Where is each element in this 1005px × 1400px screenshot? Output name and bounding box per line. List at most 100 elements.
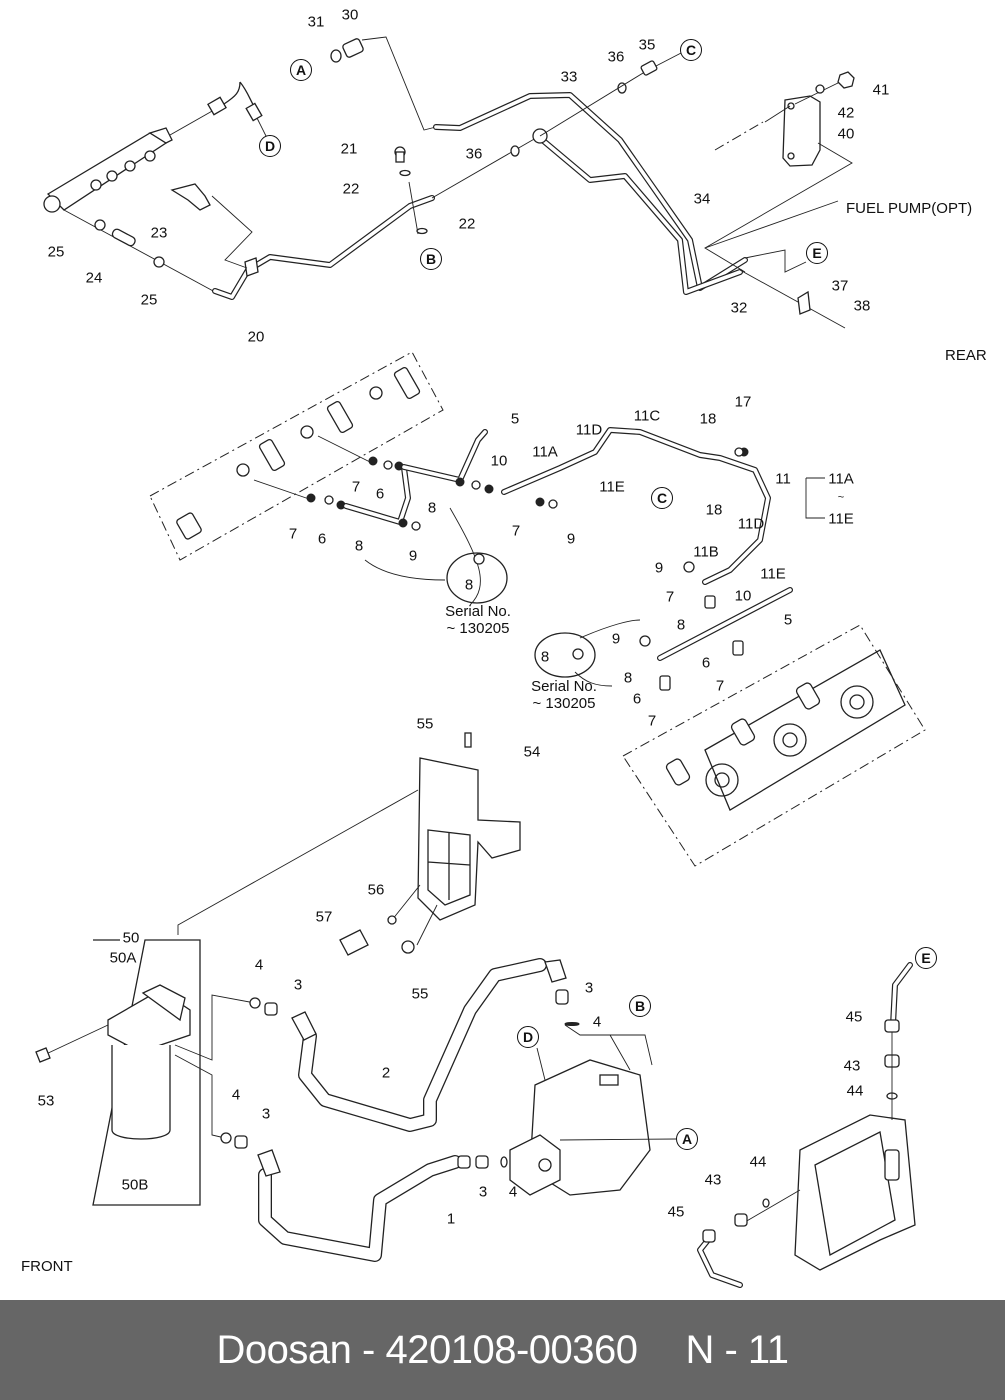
part-callout-57: 57 — [315, 908, 333, 926]
range-11-end: 11E — [828, 510, 854, 528]
part-callout-36: 36 — [465, 145, 483, 163]
clip-37 — [739, 249, 846, 329]
hose-1 — [220, 1132, 508, 1262]
part-callout-8: 8 — [676, 616, 686, 634]
part-callout-5: 5 — [783, 611, 793, 629]
part-callout-36: 36 — [607, 48, 625, 66]
part-callout-22: 22 — [458, 215, 476, 233]
part-callout-37: 37 — [831, 277, 849, 295]
part-callout-24: 24 — [85, 269, 103, 287]
part-callout-22: 22 — [342, 180, 360, 198]
part-callout-4: 4 — [592, 1013, 602, 1031]
reference-circle-d: D — [259, 135, 281, 157]
fuel-supply-pump — [509, 1047, 677, 1196]
pipe-33-34 — [330, 36, 748, 295]
serial-note-right-line1: Serial No. — [531, 678, 597, 695]
part-callout-41: 41 — [872, 81, 890, 99]
part-callout-9: 9 — [654, 559, 664, 577]
rear-orientation-label: REAR — [945, 347, 987, 364]
part-callout-23: 23 — [150, 224, 168, 242]
part-callout-40: 40 — [837, 125, 855, 143]
part-callout-6: 6 — [701, 654, 711, 672]
part-callout-44: 44 — [846, 1082, 864, 1100]
part-callout-8: 8 — [540, 648, 550, 666]
part-callout-5: 5 — [510, 410, 520, 428]
cylinder-head-left — [149, 351, 444, 561]
front-orientation-label: FRONT — [21, 1258, 73, 1275]
part-callout-32: 32 — [730, 299, 748, 317]
spacer-and-washers — [63, 209, 216, 293]
part-callout-3: 3 — [261, 1105, 271, 1123]
reference-circle-d: D — [517, 1026, 539, 1048]
part-callout-17: 17 — [734, 393, 752, 411]
cylinder-head-right — [622, 624, 926, 867]
part-callout-7: 7 — [288, 525, 298, 543]
footer-page: N - 11 — [685, 1327, 789, 1372]
part-callout-11b: 11B — [693, 543, 719, 561]
part-callout-55: 55 — [416, 715, 434, 733]
common-rail — [43, 81, 269, 213]
part-callout-4: 4 — [508, 1183, 518, 1201]
part-callout-1: 1 — [446, 1210, 456, 1228]
part-callout-8: 8 — [427, 499, 437, 517]
reference-circle-e: E — [915, 947, 937, 969]
part-callout-45: 45 — [845, 1008, 863, 1026]
pipe-20 — [170, 137, 537, 300]
part-callout-4: 4 — [231, 1086, 241, 1104]
part-callout-6: 6 — [375, 485, 385, 503]
part-callout-11d: 11D — [737, 515, 765, 533]
fuel-pump-opt-note: FUEL PUMP(OPT) — [846, 200, 973, 217]
part-callout-10: 10 — [734, 587, 752, 605]
part-callout-30: 30 — [341, 6, 359, 24]
hose-2 — [249, 958, 653, 1132]
part-callout-25: 25 — [47, 243, 65, 261]
part-callout-11a: 11A — [532, 443, 558, 461]
fuel-filter-50 — [35, 939, 256, 1206]
part-callout-8: 8 — [464, 576, 474, 594]
part-callout-9: 9 — [408, 547, 418, 565]
part-callout-11c: 11C — [633, 407, 661, 425]
part-callout-54: 54 — [523, 743, 541, 761]
reference-circle-a: A — [676, 1128, 698, 1150]
footer-bar: Doosan - 420108-00360 N - 11 — [0, 1300, 1005, 1400]
bracket-40 — [704, 71, 855, 273]
serial-note-left-line1: Serial No. — [445, 603, 511, 620]
part-callout-3: 3 — [584, 979, 594, 997]
part-callout-31: 31 — [307, 13, 325, 31]
part-callout-3: 3 — [478, 1183, 488, 1201]
part-callout-45: 45 — [667, 1203, 685, 1221]
part-callout-43: 43 — [843, 1057, 861, 1075]
part-callout-7: 7 — [647, 712, 657, 730]
range-11-tilde: ~ — [837, 491, 845, 504]
part-callout-10: 10 — [490, 452, 508, 470]
part-callout-35: 35 — [638, 36, 656, 54]
serial-note-right-line2: ~ 130205 — [532, 695, 596, 712]
part-callout-50a: 50A — [109, 949, 137, 967]
part-callout-9: 9 — [566, 530, 576, 548]
part-callout-50b: 50B — [121, 1176, 149, 1194]
part-callout-7: 7 — [511, 522, 521, 540]
range-11-start: 11A — [828, 470, 854, 488]
part-callout-6: 6 — [317, 530, 327, 548]
part-callout-11e: 11E — [760, 565, 786, 583]
part-callout-25: 25 — [140, 291, 158, 309]
part-callout-38: 38 — [853, 297, 871, 315]
part-callout-7: 7 — [715, 677, 725, 695]
part-callout-2: 2 — [381, 1064, 391, 1082]
part-callout-8: 8 — [354, 537, 364, 555]
part-callout-7: 7 — [351, 478, 361, 496]
part-callout-55: 55 — [411, 985, 429, 1003]
injection-pipes-right — [534, 447, 825, 691]
injection-pipes-left — [306, 427, 771, 606]
part-callout-21: 21 — [340, 140, 358, 158]
part-callout-18: 18 — [705, 501, 723, 519]
footer-brand: Doosan — [216, 1327, 352, 1372]
reference-circle-a: A — [290, 59, 312, 81]
reference-circle-b: B — [629, 995, 651, 1017]
part-callout-44: 44 — [749, 1153, 767, 1171]
bracket-54 — [177, 732, 521, 956]
part-callout-11e: 11E — [599, 478, 625, 496]
footer-separator: - — [362, 1327, 375, 1372]
part-callout-33: 33 — [560, 68, 578, 86]
part-callout-11: 11 — [775, 470, 791, 488]
